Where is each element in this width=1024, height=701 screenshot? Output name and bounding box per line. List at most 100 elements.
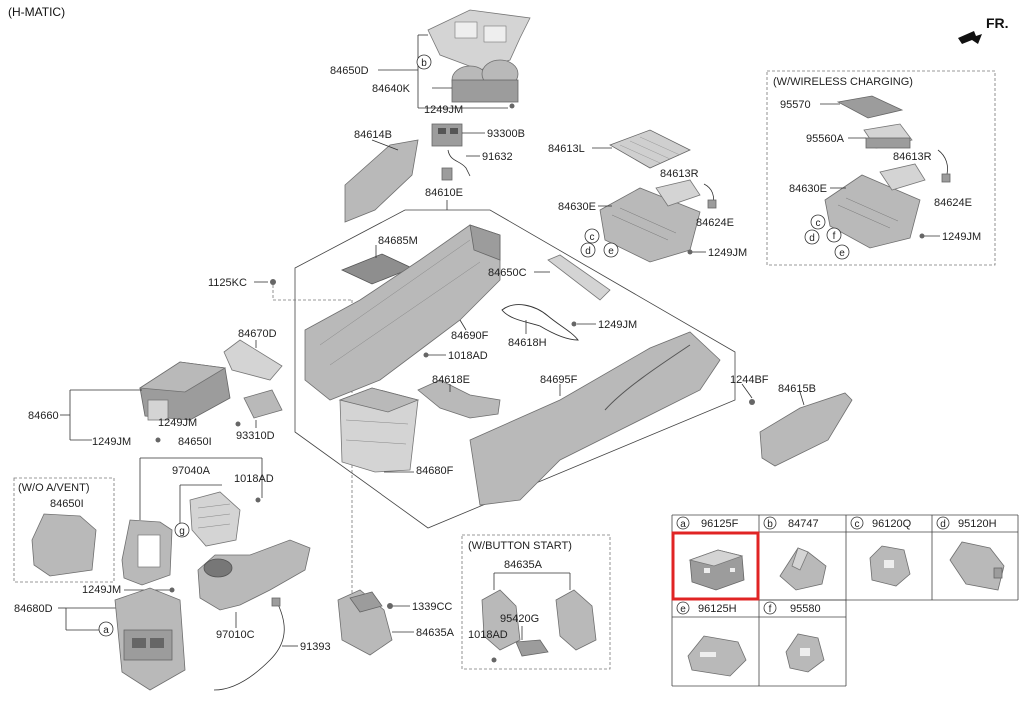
callout-b-top-label: b bbox=[421, 58, 427, 69]
screw-icon bbox=[571, 321, 577, 327]
legend-a-highlight bbox=[671, 531, 760, 601]
screw-icon bbox=[169, 587, 175, 593]
callout-d: d bbox=[585, 246, 591, 257]
part-93300B-switch[interactable] bbox=[431, 123, 463, 147]
label-84660: 84660 bbox=[28, 410, 59, 422]
front-marker: FR. bbox=[986, 15, 1009, 31]
label-84613R: 84613R bbox=[660, 168, 699, 180]
legend-f-letter: f bbox=[769, 604, 772, 615]
label-84695F: 84695F bbox=[540, 374, 578, 386]
front-arrow-icon bbox=[958, 31, 982, 44]
part-91632-harness[interactable] bbox=[441, 149, 471, 181]
part-84630E-w-tray[interactable] bbox=[824, 174, 921, 249]
part-84650I-rear-bezel[interactable] bbox=[121, 519, 173, 586]
part-95560A-charger[interactable] bbox=[863, 123, 913, 149]
screw-icon bbox=[235, 421, 241, 427]
label-84630E: 84630E bbox=[558, 201, 596, 213]
legend-cell-b[interactable]: b 84747 bbox=[763, 516, 827, 591]
legend-d-letter: d bbox=[940, 519, 946, 530]
label-84650C: 84650C bbox=[488, 267, 527, 279]
part-84624E-w-harness[interactable] bbox=[937, 149, 951, 183]
part-84614B-side-cover[interactable] bbox=[344, 139, 419, 223]
label-84615B: 84615B bbox=[778, 383, 816, 395]
part-84613R-w-bracket[interactable] bbox=[879, 163, 926, 191]
part-84680D-rear-cover[interactable] bbox=[114, 587, 186, 691]
part-84618E-bracket[interactable] bbox=[417, 379, 501, 419]
label-84650D: 84650D bbox=[330, 65, 369, 77]
label-84614B: 84614B bbox=[354, 129, 392, 141]
legend-a-part: 96125F bbox=[701, 518, 739, 530]
callout-g: g bbox=[179, 526, 185, 537]
legend-cell-a[interactable]: a 96125F bbox=[671, 516, 760, 601]
part-84640K-cupholder[interactable] bbox=[451, 59, 519, 103]
part-84660-armrest[interactable] bbox=[138, 361, 231, 421]
label-84624E-w: 84624E bbox=[934, 197, 972, 209]
callout-e-w: e bbox=[839, 248, 845, 259]
part-97010C-duct[interactable] bbox=[197, 539, 311, 611]
label-1018AD-b: 1018AD bbox=[234, 473, 274, 485]
part-84618H-bracket[interactable] bbox=[501, 304, 579, 341]
label-1125KC: 1125KC bbox=[208, 277, 247, 289]
part-84680F-storage-box[interactable] bbox=[338, 387, 420, 473]
part-95570-pad[interactable] bbox=[836, 95, 904, 119]
part-84624E-harness[interactable] bbox=[703, 183, 717, 209]
label-91632: 91632 bbox=[482, 151, 513, 163]
label-84624E: 84624E bbox=[696, 217, 734, 229]
part-84650I-blank-bezel[interactable] bbox=[31, 513, 97, 577]
label-84618H: 84618H bbox=[508, 337, 547, 349]
legend-cell-d[interactable]: d 95120H bbox=[936, 516, 1005, 591]
label-1249JM-l1: 1249JM bbox=[92, 436, 131, 448]
legend-cell-c[interactable]: c 96120Q bbox=[850, 516, 912, 587]
legend-cell-e[interactable]: e 96125H bbox=[676, 601, 747, 677]
part-93310D-switch[interactable] bbox=[243, 389, 283, 419]
part-84650D-bezel[interactable] bbox=[427, 9, 531, 71]
label-84630E-w: 84630E bbox=[789, 183, 827, 195]
label-93300B: 93300B bbox=[487, 128, 525, 140]
label-1339CC: 1339CC bbox=[412, 601, 452, 613]
wireless-charging-title: (W/WIRELESS CHARGING) bbox=[773, 76, 913, 88]
part-84650C-trim[interactable] bbox=[547, 254, 611, 301]
legend-f-part: 95580 bbox=[790, 603, 821, 615]
assembly-84610E-outline bbox=[294, 209, 736, 529]
label-1018AD-c: 1018AD bbox=[468, 629, 508, 641]
part-84635A-b-bracket-right[interactable] bbox=[555, 589, 597, 651]
label-84690F: 84690F bbox=[451, 330, 489, 342]
legend-cell-f[interactable]: f 95580 bbox=[763, 601, 825, 673]
label-84670D: 84670D bbox=[238, 328, 277, 340]
callout-f-w: f bbox=[833, 231, 836, 242]
label-1249JM-w: 1249JM bbox=[942, 231, 981, 243]
label-97010C: 97010C bbox=[216, 629, 255, 641]
label-95560A: 95560A bbox=[806, 133, 845, 145]
screw-icon bbox=[687, 249, 693, 255]
label-1244BF: 1244BF bbox=[730, 374, 769, 386]
part-91393-harness[interactable] bbox=[213, 597, 285, 691]
label-84640K: 84640K bbox=[372, 83, 411, 95]
label-84635A-b: 84635A bbox=[504, 559, 543, 571]
part-84635A-b-bracket-left[interactable] bbox=[481, 589, 521, 651]
label-84680F: 84680F bbox=[416, 465, 454, 477]
bolt-icon bbox=[749, 399, 755, 405]
label-93310D: 93310D bbox=[236, 430, 275, 442]
part-84670D-trim[interactable] bbox=[223, 339, 283, 381]
label-95570: 95570 bbox=[780, 99, 811, 111]
part-95420G-antenna[interactable] bbox=[515, 639, 549, 657]
screw-icon bbox=[509, 103, 515, 109]
label-84613R-w: 84613R bbox=[893, 151, 932, 163]
part-84695F-lower-console[interactable] bbox=[469, 331, 721, 506]
part-84635A-bracket[interactable] bbox=[337, 589, 393, 656]
without-avent-box bbox=[13, 477, 115, 583]
label-1018AD-a: 1018AD bbox=[448, 350, 488, 362]
legend-e-letter: e bbox=[680, 604, 686, 615]
legend-a-letter: a bbox=[680, 519, 686, 530]
part-84690F-console-frame[interactable] bbox=[304, 224, 501, 401]
without-avent-title: (W/O A/VENT) bbox=[18, 482, 90, 494]
label-95420G: 95420G bbox=[500, 613, 539, 625]
legend-e-part: 96125H bbox=[698, 603, 737, 615]
legend-b-part: 84747 bbox=[788, 518, 819, 530]
part-97040A-vent[interactable] bbox=[189, 491, 241, 547]
part-84613R-bracket[interactable] bbox=[655, 179, 701, 207]
part-84615B-side-cover[interactable] bbox=[759, 392, 853, 467]
part-84613L-mat[interactable] bbox=[609, 129, 691, 169]
label-91393: 91393 bbox=[300, 641, 331, 653]
